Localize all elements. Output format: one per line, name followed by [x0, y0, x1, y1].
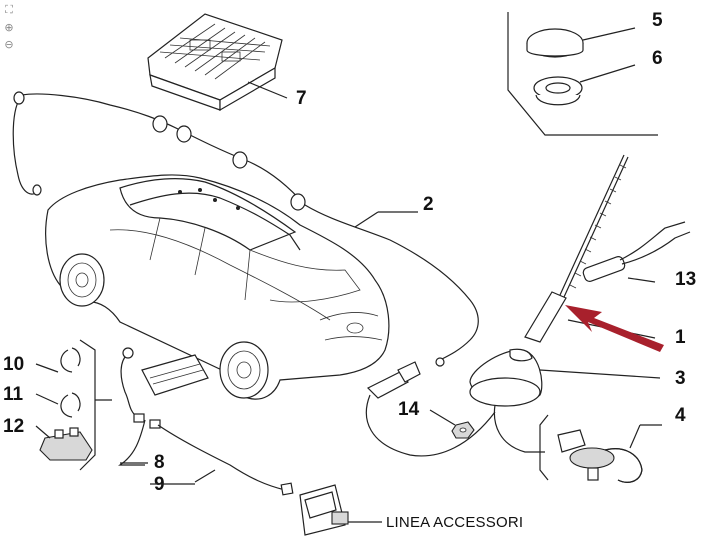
- cable-harness: [12, 91, 479, 367]
- callout-2: 2: [423, 194, 434, 215]
- callout-12: 12: [3, 416, 24, 437]
- antenna-base: [469, 348, 661, 453]
- highlight-arrow: [565, 305, 664, 352]
- callout-13: 13: [675, 269, 696, 290]
- callout-10: 10: [3, 354, 24, 375]
- callout-7: 7: [296, 88, 307, 109]
- callout-4: 4: [675, 405, 686, 426]
- callout-3: 3: [675, 368, 686, 389]
- car-illustration: [45, 174, 390, 400]
- antenna-mast: [524, 154, 656, 343]
- callout-5: 5: [652, 10, 663, 31]
- callout-11: 11: [3, 384, 24, 405]
- zoom-in-icon[interactable]: ⊕: [4, 20, 14, 34]
- fit-icon[interactable]: ⛶: [5, 3, 13, 16]
- callout-labels: 7 2 5 6 13 1 3 4 14 10 11 12 8 9 LINEA A…: [3, 10, 696, 531]
- coax-cable: [365, 361, 496, 457]
- leader-lines: [35, 363, 195, 485]
- accessory-line: [118, 347, 382, 536]
- clips-group: [39, 339, 112, 471]
- callout-8: 8: [154, 452, 165, 473]
- nut: [429, 409, 475, 439]
- callout-6: 6: [652, 48, 663, 69]
- callout-14: 14: [398, 399, 420, 420]
- accessory-line-label: LINEA ACCESSORI: [386, 514, 523, 531]
- control-unit: [147, 13, 288, 112]
- callout-1: 1: [675, 327, 686, 348]
- caps-inset: [507, 12, 658, 136]
- amplifier: [582, 221, 691, 283]
- cable-clip-inset: [539, 414, 662, 483]
- zoom-out-icon[interactable]: ⊖: [4, 37, 14, 51]
